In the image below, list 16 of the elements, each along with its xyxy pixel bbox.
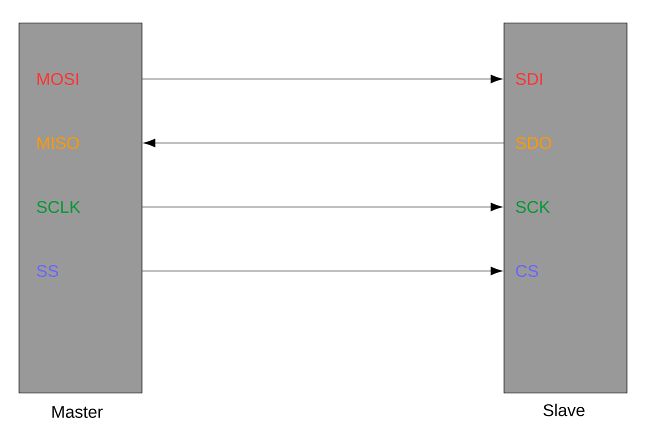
- device-box: [504, 22, 628, 394]
- pin-label: CS: [516, 264, 538, 278]
- device-label: Master: [52, 406, 103, 418]
- pin-label: MISO: [38, 136, 79, 150]
- arrow: [142, 266, 503, 276]
- pin-label: SDO: [516, 136, 552, 150]
- arrow: [143, 138, 504, 148]
- arrow: [142, 74, 503, 84]
- pin-label: SCLK: [36, 200, 80, 214]
- arrow: [142, 202, 503, 212]
- pin-label: SDI: [516, 72, 542, 86]
- device-label: Slave: [544, 404, 584, 416]
- device-box: [18, 22, 142, 394]
- pin-label: MOSI: [38, 72, 78, 86]
- pin-label: SCK: [516, 200, 550, 214]
- pin-label: SS: [36, 264, 58, 278]
